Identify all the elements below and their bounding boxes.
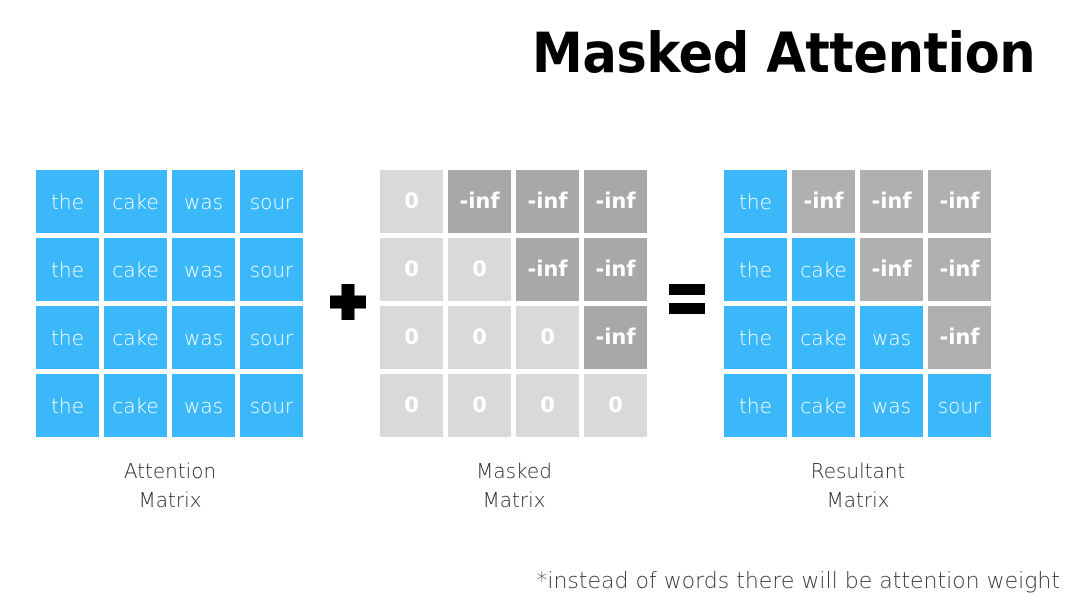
caption-line-2: Matrix [826, 488, 890, 512]
matrix-cell: the [724, 306, 787, 369]
matrix-cell: was [172, 238, 235, 301]
matrix-cell: cake [792, 374, 855, 437]
matrix-cell: 0 [448, 238, 511, 301]
equals-bar-top [669, 284, 705, 295]
matrix-cell: 0 [448, 374, 511, 437]
matrix-cell: cake [104, 238, 167, 301]
matrix-cell: 0 [516, 374, 579, 437]
matrix-cell: the [724, 170, 787, 233]
matrix-cell: -inf [928, 238, 991, 301]
matrix-cell: -inf [584, 170, 647, 233]
matrix-cell: sour [240, 238, 303, 301]
matrix-cell: -inf [516, 238, 579, 301]
matrix-cell: -inf [792, 170, 855, 233]
masked-matrix-caption: Masked Matrix [380, 457, 648, 515]
matrix-cell: was [172, 374, 235, 437]
matrix-cell: 0 [380, 374, 443, 437]
footnote-text: *instead of words there will be attentio… [536, 569, 1060, 594]
matrix-cell: -inf [584, 238, 647, 301]
resultant-matrix-caption: Resultant Matrix [724, 457, 992, 515]
matrix-cell: sour [240, 170, 303, 233]
caption-line-1: Resultant [810, 459, 906, 483]
equals-bar-bottom [669, 303, 705, 314]
matrix-cell: was [172, 306, 235, 369]
matrix-cell: was [172, 170, 235, 233]
matrix-cell: 0 [380, 238, 443, 301]
matrix-cell: -inf [448, 170, 511, 233]
matrix-cell: -inf [516, 170, 579, 233]
matrix-cell: -inf [928, 170, 991, 233]
matrix-cell: cake [792, 238, 855, 301]
matrix-cell: -inf [928, 306, 991, 369]
matrix-cell: sour [240, 374, 303, 437]
matrix-cell: the [36, 238, 99, 301]
matrix-cell: -inf [860, 170, 923, 233]
matrix-cell: the [36, 170, 99, 233]
matrix-cell: cake [104, 170, 167, 233]
equals-icon [665, 280, 713, 324]
caption-line-1: Attention [123, 459, 217, 483]
matrix-cell: -inf [584, 306, 647, 369]
matrix-cell: 0 [584, 374, 647, 437]
matrix-cell: was [860, 374, 923, 437]
matrix-cell: sour [928, 374, 991, 437]
caption-line-2: Matrix [138, 488, 202, 512]
attention-matrix-caption: Attention Matrix [36, 457, 304, 515]
matrix-cell: cake [104, 374, 167, 437]
plus-icon [322, 272, 374, 332]
caption-line-1: Masked [476, 459, 552, 483]
page-title: Masked Attention [531, 21, 1036, 85]
matrix-cell: cake [104, 306, 167, 369]
matrix-cell: 0 [448, 306, 511, 369]
caption-line-2: Matrix [482, 488, 546, 512]
matrix-cell: the [36, 306, 99, 369]
matrix-cell: sour [240, 306, 303, 369]
matrix-cell: the [724, 238, 787, 301]
matrix-cell: -inf [860, 238, 923, 301]
matrix-cell: cake [792, 306, 855, 369]
matrix-cell: 0 [380, 170, 443, 233]
matrix-cell: the [36, 374, 99, 437]
matrix-cell: the [724, 374, 787, 437]
matrix-cell: was [860, 306, 923, 369]
matrix-cell: 0 [380, 306, 443, 369]
matrix-cell: 0 [516, 306, 579, 369]
